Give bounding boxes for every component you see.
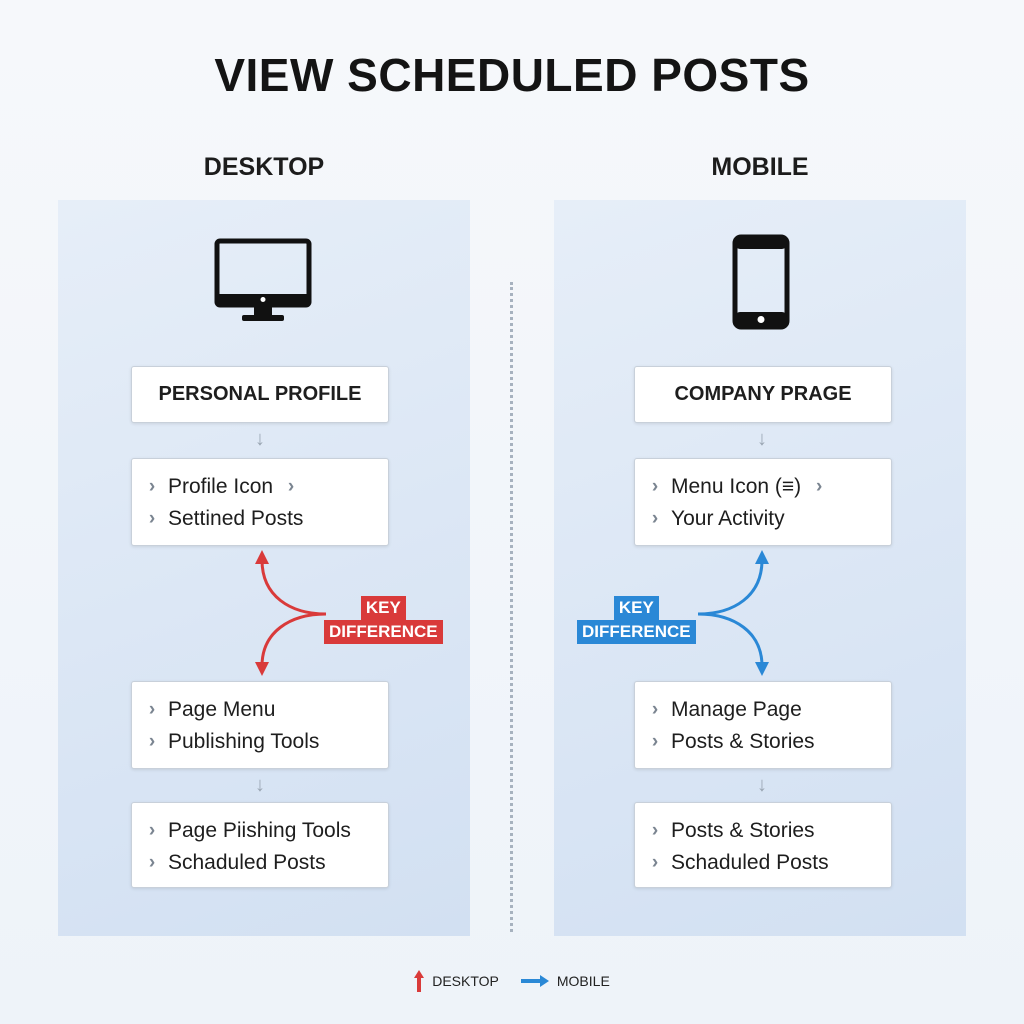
step-label: Page Menu	[168, 698, 276, 721]
down-arrow-icon: ↓	[255, 428, 265, 450]
step-label: Profile Icon	[168, 475, 274, 498]
list-item: › Schaduled Posts	[645, 847, 891, 879]
column-divider	[510, 282, 513, 932]
chevron-right-icon: ›	[651, 820, 659, 841]
mobile-step-3: › Posts & Stories › Schaduled Posts	[634, 802, 892, 888]
chevron-right-icon: ›	[148, 852, 156, 873]
down-arrow-icon: ↓	[255, 774, 265, 796]
step-label: Menu Icon (≡)	[671, 475, 802, 498]
legend-label: DESKTOP	[432, 973, 499, 989]
mobile-step-1: › Menu Icon (≡) › › Your Activity	[634, 458, 892, 546]
list-item: › Posts & Stories	[645, 815, 891, 847]
mobile-start-box: COMPANY PRAGE	[634, 366, 892, 423]
step-label: Manage Page	[671, 698, 802, 721]
chevron-right-icon: ›	[651, 731, 659, 752]
list-item: › Your Activity	[645, 503, 891, 535]
desktop-split-arrow-icon	[255, 550, 327, 676]
list-item: › Posts & Stories	[645, 726, 891, 758]
legend-label: MOBILE	[556, 973, 610, 989]
badge-line: KEY	[360, 596, 406, 620]
list-item: › Schaduled Posts	[142, 847, 388, 879]
list-item: › Profile Icon ›	[142, 471, 388, 503]
chevron-right-icon: ›	[651, 476, 659, 497]
desktop-step-1: › Profile Icon › › Settined Posts	[131, 458, 389, 546]
legend-item-desktop: DESKTOP	[414, 970, 499, 992]
step-label: Publishing Tools	[168, 730, 320, 753]
step-label: Settined Posts	[168, 507, 304, 530]
chevron-right-icon: ›	[287, 476, 295, 497]
list-item: › Menu Icon (≡) ›	[645, 471, 891, 503]
badge-line: KEY	[613, 596, 659, 620]
step-label: Schaduled Posts	[671, 851, 829, 874]
list-item: › Page Piishing Tools	[142, 815, 388, 847]
chevron-right-icon: ›	[148, 699, 156, 720]
chevron-right-icon: ›	[815, 476, 823, 497]
list-item: › Settined Posts	[142, 503, 388, 535]
legend: DESKTOP MOBILE	[0, 970, 1024, 992]
step-label: Posts & Stories	[671, 819, 815, 842]
page-title: VIEW SCHEDULED POSTS	[214, 49, 810, 101]
chevron-right-icon: ›	[651, 699, 659, 720]
chevron-right-icon: ›	[148, 476, 156, 497]
mobile-split-arrow-icon	[697, 550, 769, 676]
badge-line: DIFFERENCE	[324, 620, 443, 644]
chevron-right-icon: ›	[148, 508, 156, 529]
mobile-step-2: › Manage Page › Posts & Stories	[634, 681, 892, 769]
desktop-step-2: › Page Menu › Publishing Tools	[131, 681, 389, 769]
chevron-right-icon: ›	[148, 731, 156, 752]
mobile-key-difference-badge: KEY DIFFERENCE	[577, 596, 696, 644]
smartphone-icon	[732, 234, 790, 330]
step-label: Page Piishing Tools	[168, 819, 351, 842]
list-item: › Manage Page	[645, 694, 891, 726]
desktop-heading: DESKTOP	[203, 153, 325, 181]
desktop-monitor-icon	[214, 238, 312, 321]
list-item: › Publishing Tools	[142, 726, 388, 758]
desktop-key-difference-badge: KEY DIFFERENCE	[324, 596, 443, 644]
badge-line: DIFFERENCE	[577, 620, 696, 644]
blue-right-arrow-icon	[520, 975, 549, 987]
step-label: Posts & Stories	[671, 730, 815, 753]
chevron-right-icon: ›	[651, 508, 659, 529]
red-up-arrow-icon	[414, 970, 425, 992]
chevron-right-icon: ›	[148, 820, 156, 841]
list-item: › Page Menu	[142, 694, 388, 726]
down-arrow-icon: ↓	[757, 774, 767, 796]
legend-item-mobile: MOBILE	[520, 973, 610, 989]
down-arrow-icon: ↓	[757, 428, 767, 450]
step-label: Your Activity	[671, 507, 785, 530]
desktop-start-box: PERSONAL PROFILE	[131, 366, 389, 423]
desktop-step-3: › Page Piishing Tools › Schaduled Posts	[131, 802, 389, 888]
mobile-heading: MOBILE	[711, 153, 809, 181]
chevron-right-icon: ›	[651, 852, 659, 873]
step-label: Schaduled Posts	[168, 851, 326, 874]
